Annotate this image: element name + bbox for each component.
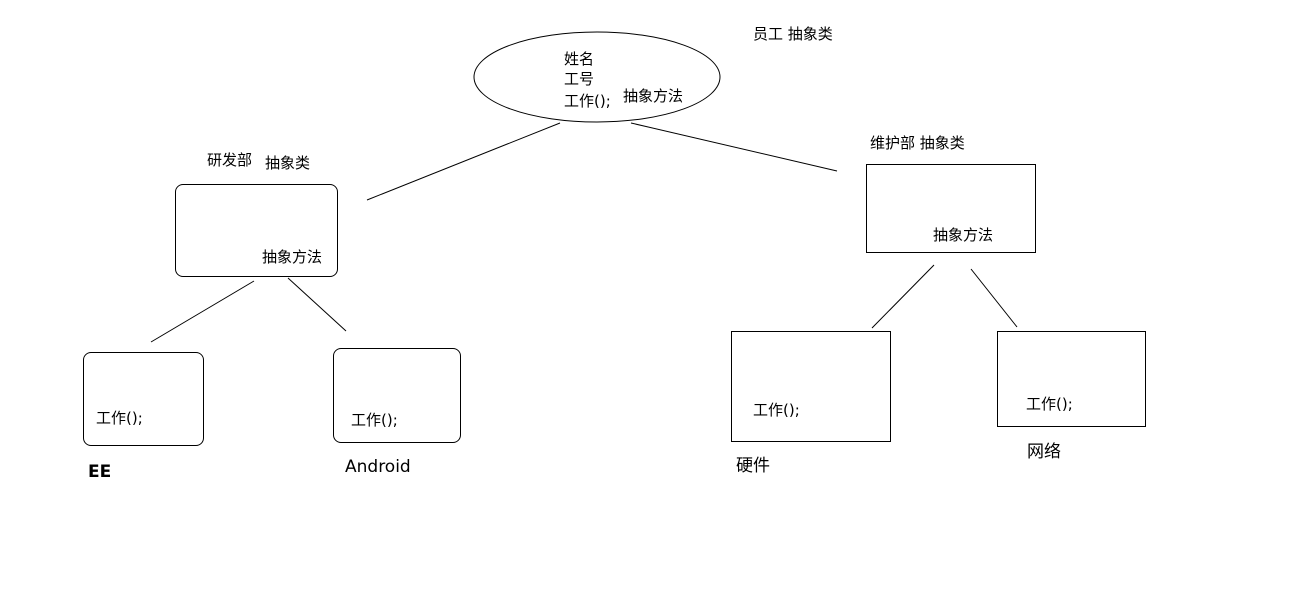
- root-ellipse: [473, 31, 721, 123]
- network-box: 工作();: [997, 331, 1146, 427]
- ee-box: 工作();: [83, 352, 204, 446]
- android-caption: Android: [345, 457, 411, 477]
- root-tag: 员工 抽象类: [753, 25, 833, 43]
- maint-title: 维护部 抽象类: [870, 134, 965, 152]
- line-root-rd: [366, 122, 561, 201]
- rd-tag: 抽象类: [265, 154, 311, 172]
- root-field-id: 工号: [564, 70, 595, 88]
- line-root-maint: [630, 122, 838, 172]
- line-maint-network: [970, 268, 1018, 328]
- hardware-box: 工作();: [731, 331, 891, 442]
- android-box: 工作();: [333, 348, 461, 443]
- hardware-caption: 硬件: [736, 456, 770, 476]
- rd-title: 研发部: [207, 151, 253, 169]
- line-rd-android: [287, 277, 347, 332]
- rd-method-note: 抽象方法: [262, 248, 323, 266]
- android-method: 工作();: [351, 411, 398, 429]
- rd-box: 抽象方法: [175, 184, 338, 277]
- root-field-name: 姓名: [564, 50, 595, 68]
- network-method: 工作();: [1026, 395, 1073, 413]
- line-rd-ee: [150, 280, 255, 343]
- line-maint-hardware: [871, 264, 935, 329]
- network-caption: 网络: [1027, 442, 1061, 462]
- hardware-method: 工作();: [753, 401, 800, 419]
- maint-box: 抽象方法: [866, 164, 1036, 253]
- ee-caption: EE: [88, 462, 112, 482]
- root-method-note: 抽象方法: [623, 87, 684, 105]
- maint-method-note: 抽象方法: [933, 226, 994, 244]
- ee-method: 工作();: [96, 409, 143, 427]
- root-field-work: 工作();: [564, 92, 611, 110]
